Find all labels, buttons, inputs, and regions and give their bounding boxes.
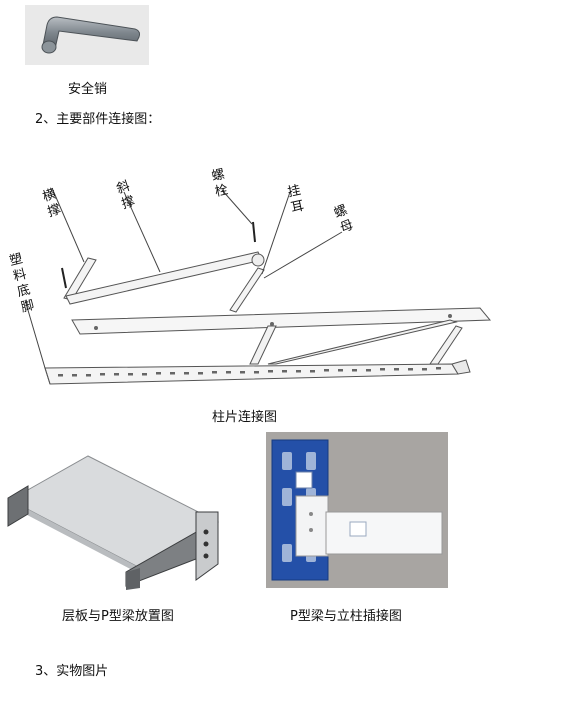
safety-pin-photo (25, 5, 149, 65)
column-connection-caption: 柱片连接图 (212, 410, 278, 425)
beam-upright-photo (266, 432, 448, 588)
section-3-heading: 3、实物图片 (35, 664, 109, 679)
section-2-heading: 2、主要部件连接图： (35, 112, 161, 127)
column-frame-diagram (0, 150, 583, 400)
safety-pin-caption: 安全销 (68, 82, 108, 97)
shelf-on-beam-photo (0, 440, 235, 595)
beam-to-upright-caption: P型梁与立柱插接图 (290, 609, 402, 624)
shelf-on-beam-caption: 层板与P型梁放置图 (62, 609, 174, 624)
